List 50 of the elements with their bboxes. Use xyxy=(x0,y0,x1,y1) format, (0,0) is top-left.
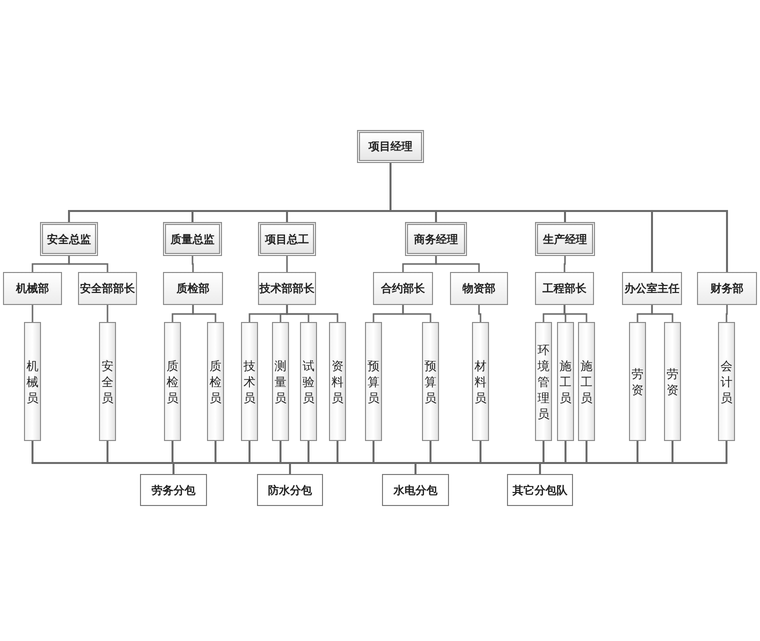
connector-line xyxy=(192,305,216,322)
department-box: 劳资 xyxy=(664,322,681,441)
department-box: 技术员 xyxy=(241,322,258,441)
connector-line xyxy=(106,305,108,322)
position-box: 机械部 xyxy=(3,272,62,305)
manager-box: 商务经理 xyxy=(405,222,467,256)
connector-line xyxy=(651,305,674,322)
position-box: 办公室主任 xyxy=(622,272,682,305)
department-box: 施工员 xyxy=(557,322,574,441)
department-box: 测量员 xyxy=(272,322,289,441)
connector-line xyxy=(286,305,338,322)
department-box: 劳资 xyxy=(629,322,646,441)
department-box: 安全员 xyxy=(99,322,116,441)
connector-line xyxy=(726,305,728,322)
staff-box: 其它分包队 xyxy=(507,474,573,506)
staff-box: 劳务分包 xyxy=(140,474,207,506)
position-box: 物资部 xyxy=(450,272,508,305)
department-box: 资料员 xyxy=(329,322,346,441)
department-box: 质检员 xyxy=(164,322,181,441)
department-box: 施工员 xyxy=(578,322,595,441)
staff-box: 水电分包 xyxy=(382,474,449,506)
department-box: 预算员 xyxy=(422,322,439,441)
manager-box: 质量总监 xyxy=(163,222,222,256)
position-box: 安全部部长 xyxy=(78,272,137,305)
department-box: 预算员 xyxy=(365,322,382,441)
position-box: 技术部部长 xyxy=(258,272,316,305)
position-box: 合约部长 xyxy=(373,272,433,305)
connector-line xyxy=(564,256,566,272)
department-box: 材料员 xyxy=(472,322,489,441)
connector-line xyxy=(192,256,194,272)
connector-line xyxy=(32,305,34,322)
department-box: 试验员 xyxy=(300,322,317,441)
position-box: 工程部长 xyxy=(535,272,594,305)
department-box: 会计员 xyxy=(718,322,735,441)
manager-box: 项目经理 xyxy=(357,130,424,163)
department-box: 机械员 xyxy=(24,322,41,441)
manager-box: 项目总工 xyxy=(258,222,316,256)
connector-line xyxy=(286,256,288,272)
manager-box: 生产经理 xyxy=(535,222,595,256)
staff-box: 防水分包 xyxy=(257,474,323,506)
department-box: 环境管理员 xyxy=(535,322,552,441)
connector-line xyxy=(402,305,432,322)
connector-line xyxy=(564,305,588,322)
manager-box: 安全总监 xyxy=(40,222,98,256)
position-box: 质检部 xyxy=(163,272,223,305)
connector-line xyxy=(68,256,108,272)
position-box: 财务部 xyxy=(697,272,757,305)
connector-line xyxy=(435,256,480,272)
department-box: 质检员 xyxy=(207,322,224,441)
connector-line xyxy=(478,305,482,322)
